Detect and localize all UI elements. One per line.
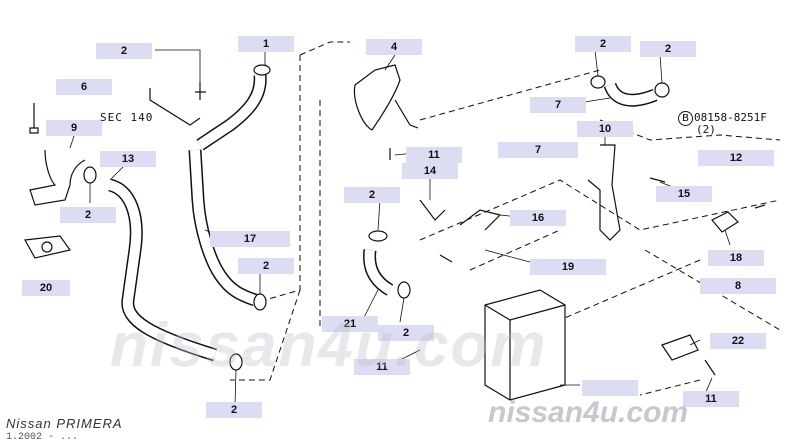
callout-2-e[interactable]: 2 <box>378 325 434 341</box>
gasket-19 <box>24 235 72 259</box>
clamp-2c <box>253 293 267 311</box>
callout-2-d[interactable]: 2 <box>344 187 400 203</box>
bolt-marker-circle: B <box>678 111 693 126</box>
boundary-line-upper-right <box>419 69 601 121</box>
callout-1[interactable]: 1 <box>238 36 294 52</box>
callout-11-a[interactable]: 11 <box>354 359 410 375</box>
clamp-2g <box>654 82 670 98</box>
clamp-2e <box>397 281 411 299</box>
bolt-11b <box>439 254 453 263</box>
callout-15[interactable]: 16 <box>510 210 566 226</box>
boundary-line-top <box>299 41 350 56</box>
callout-22[interactable] <box>582 380 638 396</box>
callout-16[interactable]: 17 <box>210 231 290 247</box>
callout-9[interactable]: 10 <box>577 121 633 137</box>
clamp-2f <box>590 75 606 89</box>
callout-21[interactable]: 22 <box>710 333 766 349</box>
watermark-large: nissan4u.com <box>110 311 548 380</box>
bracket-15 <box>459 209 502 231</box>
bracket-4 <box>149 88 201 126</box>
bracket-13 <box>419 199 446 221</box>
bolt-11c <box>649 177 666 183</box>
bolt-17 <box>754 204 766 209</box>
boundary-line-bracket <box>469 229 561 271</box>
hose-16-fill <box>190 149 257 305</box>
hose-1-fill <box>197 74 266 150</box>
callout-8[interactable]: 9 <box>46 120 102 136</box>
callout-13[interactable]: 14 <box>402 163 458 179</box>
callout-20[interactable]: 21 <box>322 316 378 332</box>
callout-18[interactable]: 19 <box>530 259 606 275</box>
model-name: Nissan PRIMERA <box>6 416 123 431</box>
boundary-line-bottom <box>639 379 701 396</box>
callout-7-b[interactable]: 8 <box>700 278 776 294</box>
bolt-11d <box>704 359 716 376</box>
hose-6-fill <box>605 82 657 106</box>
callout-4[interactable]: 2 <box>96 43 152 59</box>
bolt-5-head <box>29 127 39 134</box>
housing-3-outlet <box>394 99 419 129</box>
sensor-17 <box>711 211 739 233</box>
section-reference[interactable]: SEC 140 <box>100 111 154 124</box>
callout-2-g[interactable]: 2 <box>640 41 696 57</box>
callout-3[interactable]: 4 <box>366 39 422 55</box>
callout-2-c[interactable]: 2 <box>238 258 294 274</box>
boundary-line-lower <box>230 289 301 381</box>
callout-2-a[interactable]: 2 <box>60 207 116 223</box>
bolt-part-number: 08158-8251F <box>694 111 767 124</box>
hose-20-fill <box>364 249 393 295</box>
callout-7-a[interactable]: 7 <box>498 142 578 158</box>
callout-6[interactable]: 7 <box>530 97 586 113</box>
callout-12[interactable]: 13 <box>100 151 156 167</box>
clamp-2d <box>368 230 388 242</box>
elbow-8 <box>29 149 86 206</box>
bolt-quantity: (2) <box>696 123 716 136</box>
callout-11-c[interactable]: 12 <box>698 150 774 166</box>
boundary-line-top-right <box>599 119 781 141</box>
clamp-2a <box>83 166 97 184</box>
callout-14[interactable]: 15 <box>656 186 712 202</box>
hose-12-fill <box>108 180 217 360</box>
bracket-21 <box>661 334 699 361</box>
model-date: 1.2002 - ... <box>6 432 79 443</box>
housing-3 <box>353 64 401 131</box>
watermark-small: nissan4u.com <box>488 396 689 429</box>
callout-10[interactable]: 11 <box>406 147 462 163</box>
callout-5[interactable]: 6 <box>56 79 112 95</box>
callout-17[interactable]: 18 <box>708 250 764 266</box>
gasket-19-hole <box>41 241 53 253</box>
bracket-9 <box>587 144 621 241</box>
callout-2-f[interactable]: 2 <box>575 36 631 52</box>
boundary-line-sensor <box>644 249 781 331</box>
callout-19[interactable]: 20 <box>22 280 70 296</box>
clamp-1 <box>253 64 271 76</box>
callout-11-b[interactable]: 11 <box>683 391 739 407</box>
callout-2-b[interactable]: 2 <box>206 402 262 418</box>
boundary-line-radiator <box>559 259 701 321</box>
